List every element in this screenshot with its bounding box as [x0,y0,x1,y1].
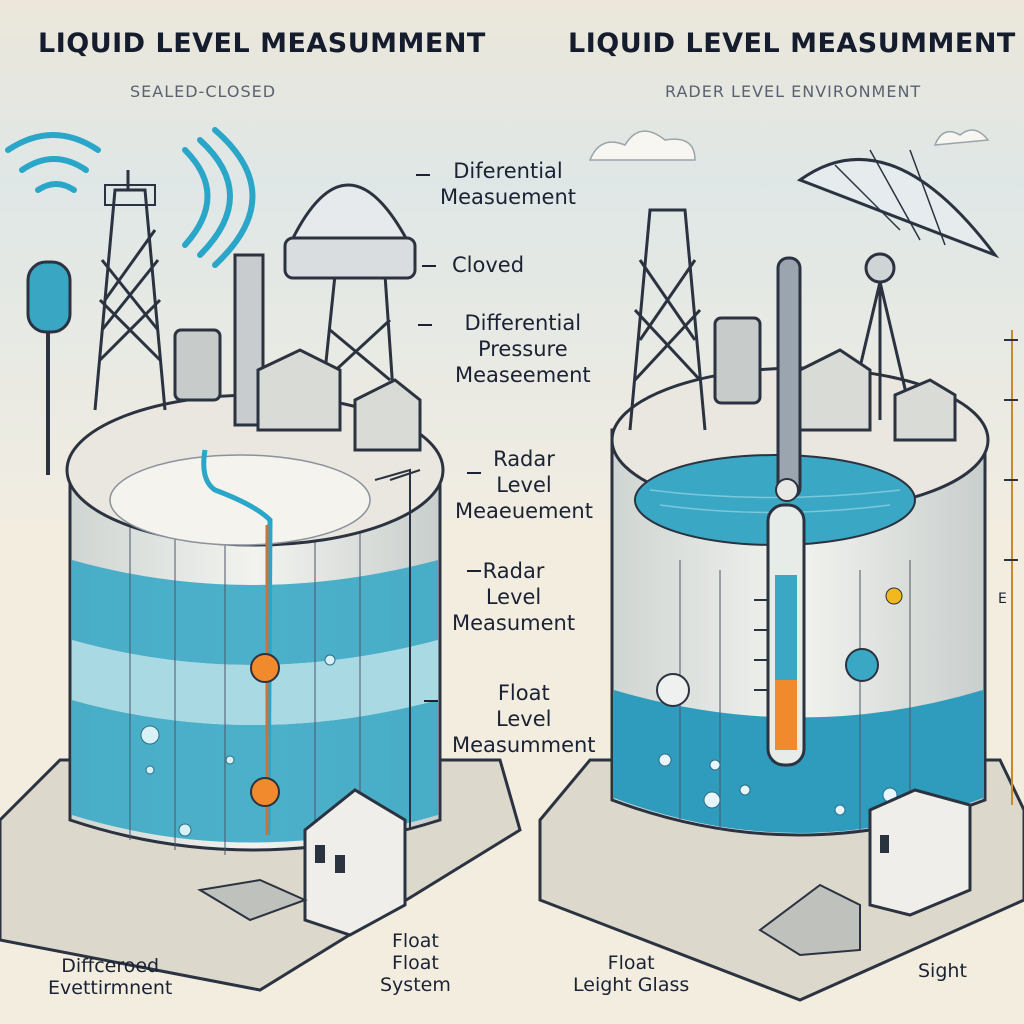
callout-differential-pressure: Differential Pressure Measeement [455,310,591,388]
callout-leader [418,324,432,326]
foot-line: Float [391,952,439,974]
callout-leader [424,700,438,702]
callout-differential-measurement: Diferential Measuement [440,158,576,210]
callout-line: Radar [493,447,555,471]
callout-leader [467,472,481,474]
foot-label-sight: Sight [918,960,967,982]
left-subtitle: SEALED-CLOSED [130,82,277,101]
cloud-icon [588,129,990,161]
callout-line: Pressure [477,337,568,361]
callout-float-level: Float Level Measumment [452,680,596,758]
foot-line: Leight Glass [573,974,690,996]
foot-line: System [380,974,451,996]
callout-line: Level [496,707,552,731]
scale-label: E [998,591,1007,607]
callout-line: Measuement [440,185,576,209]
callout-radar-level-1: Radar Level Meaeuement [455,446,593,524]
callout-line: Measument [452,611,576,635]
foot-line: Evettirmnent [48,977,173,999]
callout-line: Meaeuement [455,499,593,523]
foot-line: Float [607,952,655,974]
callout-cloved: Cloved [452,252,524,278]
callout-line: Float [497,681,550,705]
callout-line: Level [485,585,542,609]
right-subtitle: RADER LEVEL ENVIRONMENT [665,82,922,101]
foot-line: Diffceroed [61,955,160,977]
callout-line: Diferential [453,159,563,183]
callout-radar-level-2: Radar Level Measument [452,558,575,636]
foot-label-float-glass: Float Leight Glass [573,952,689,996]
callout-line: Radar [482,559,545,583]
callout-line: Measeement [455,363,591,387]
callout-line: Cloved [452,253,525,277]
callout-leader [416,174,430,176]
callout-line: Measumment [452,733,596,757]
callout-line: Level [496,473,552,497]
left-title: LIQUID LEVEL MEASUMMENT [38,28,486,59]
callout-leader [467,570,481,572]
callout-line: Differential [464,311,582,335]
right-title: LIQUID LEVEL MEASUMMENT [568,28,1016,59]
foot-line: Float [391,930,439,952]
foot-label-float-system: Float Float System [380,930,451,996]
foot-label-left: Diffceroed Evettirmnent [48,955,172,999]
radar-dish-icon [796,149,1000,420]
callout-leader [422,265,436,267]
wifi-signal-icon [5,127,256,268]
